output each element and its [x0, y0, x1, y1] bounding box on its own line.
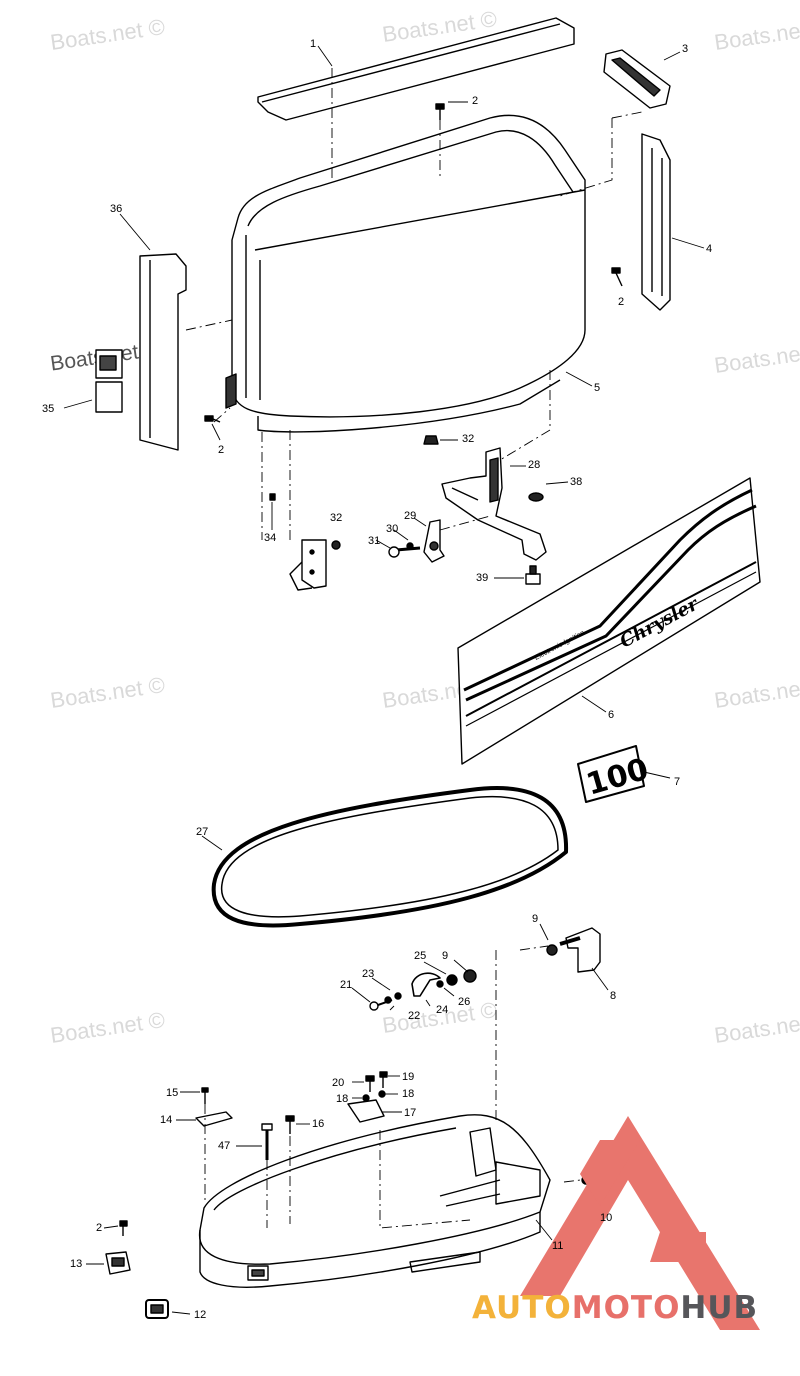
- callout-2: 2: [218, 444, 225, 456]
- part-11-lower-pan: [198, 1114, 551, 1288]
- callout-11: 11: [552, 1240, 564, 1252]
- callout-15: 15: [166, 1087, 179, 1099]
- callout-13: 13: [70, 1258, 83, 1270]
- part-39-bumper: [525, 565, 541, 585]
- callout-14: 14: [160, 1114, 173, 1126]
- part-7-badge: [577, 745, 645, 803]
- part-14-clip: [195, 1111, 233, 1127]
- part-1-top-cap: [257, 17, 575, 121]
- callout-3: 3: [682, 43, 689, 55]
- part-32-nut: [331, 435, 439, 550]
- callout-32: 32: [330, 512, 343, 524]
- callout-34: 34: [264, 532, 277, 544]
- callout-16: 16: [312, 1118, 325, 1130]
- callout-28: 28: [528, 459, 541, 471]
- part-16-screw: [285, 1115, 295, 1134]
- alignment-lines: [185, 68, 643, 1229]
- part-17-bracket: [347, 1099, 385, 1123]
- part-6-decal: [457, 477, 761, 765]
- callout-26: 26: [458, 996, 471, 1008]
- part-2-screw: [119, 103, 623, 1236]
- part-18-washer: [362, 1090, 386, 1102]
- callout-2: 2: [618, 296, 625, 308]
- callout-39: 39: [476, 572, 489, 584]
- leader-lines: [63, 45, 705, 1315]
- part-38-grommet: [528, 492, 544, 502]
- callout-21: 21: [340, 979, 353, 991]
- part-9-grommet: [463, 944, 558, 983]
- part-4-right-panel: [641, 133, 671, 311]
- callout-12: 12: [194, 1309, 207, 1321]
- callout-7: 7: [674, 776, 681, 788]
- callout-10: 10: [600, 1212, 613, 1224]
- part-25-spacer: [446, 974, 458, 986]
- callout-38: 38: [570, 476, 583, 488]
- part-22-washer: [384, 996, 392, 1004]
- callout-24: 24: [436, 1004, 449, 1016]
- callout-5: 5: [594, 382, 601, 394]
- callout-20: 20: [332, 1077, 345, 1089]
- part-19-screw: [379, 1071, 388, 1088]
- part-47-bolt: [261, 1123, 273, 1160]
- callout-30: 30: [386, 523, 399, 535]
- callout-47: 47: [218, 1140, 231, 1152]
- callout-29: 29: [404, 510, 417, 522]
- callout-35: 35: [42, 403, 55, 415]
- part-8-latch-handle: [559, 927, 601, 973]
- part-35-vent-plate: [95, 349, 123, 413]
- part-12-switch: [145, 1299, 169, 1319]
- part-23-nut: [394, 992, 402, 1000]
- callout-17: 17: [404, 1107, 417, 1119]
- part-13-clip: [105, 1251, 131, 1275]
- callout-9: 9: [442, 950, 449, 962]
- part-29-link: [423, 519, 445, 563]
- callout-23: 23: [362, 968, 375, 980]
- callout-22: 22: [408, 1010, 421, 1022]
- callout-9: 9: [532, 913, 539, 925]
- callout-27: 27: [196, 826, 209, 838]
- part-31-pin: [388, 546, 421, 558]
- callout-6: 6: [608, 709, 615, 721]
- callout-1: 1: [310, 38, 317, 50]
- callout-2: 2: [96, 1222, 103, 1234]
- part-3-latch-plate: [603, 49, 671, 109]
- part-36-left-panel: [139, 253, 187, 451]
- part-15-screw: [201, 1087, 209, 1104]
- logo-part-hub: HUB: [680, 1290, 759, 1326]
- callout-4: 4: [706, 243, 713, 255]
- part-20-screw: [365, 1075, 375, 1092]
- callout-32: 32: [462, 433, 475, 445]
- callout-25: 25: [414, 950, 427, 962]
- automotohub-triangle-logo: [520, 1116, 760, 1330]
- callout-18: 18: [336, 1093, 349, 1105]
- part-26-washer: [436, 980, 444, 988]
- part-28-latch-lever: [441, 447, 547, 561]
- part-34-bracket: [269, 493, 327, 591]
- logo-part-auto: AUTO: [472, 1290, 572, 1326]
- part-27-seal: [211, 786, 569, 928]
- part-5-main-cowl: [225, 114, 586, 433]
- callout-8: 8: [610, 990, 617, 1002]
- callout-31: 31: [368, 535, 381, 547]
- callout-2: 2: [472, 95, 479, 107]
- automotohub-logo: AUTOMOTOHUB: [472, 1290, 758, 1326]
- callout-18: 18: [402, 1088, 415, 1100]
- part-24-hook: [411, 972, 441, 997]
- callout-36: 36: [110, 203, 123, 215]
- logo-part-moto: MOTO: [571, 1290, 681, 1326]
- callout-19: 19: [402, 1071, 415, 1083]
